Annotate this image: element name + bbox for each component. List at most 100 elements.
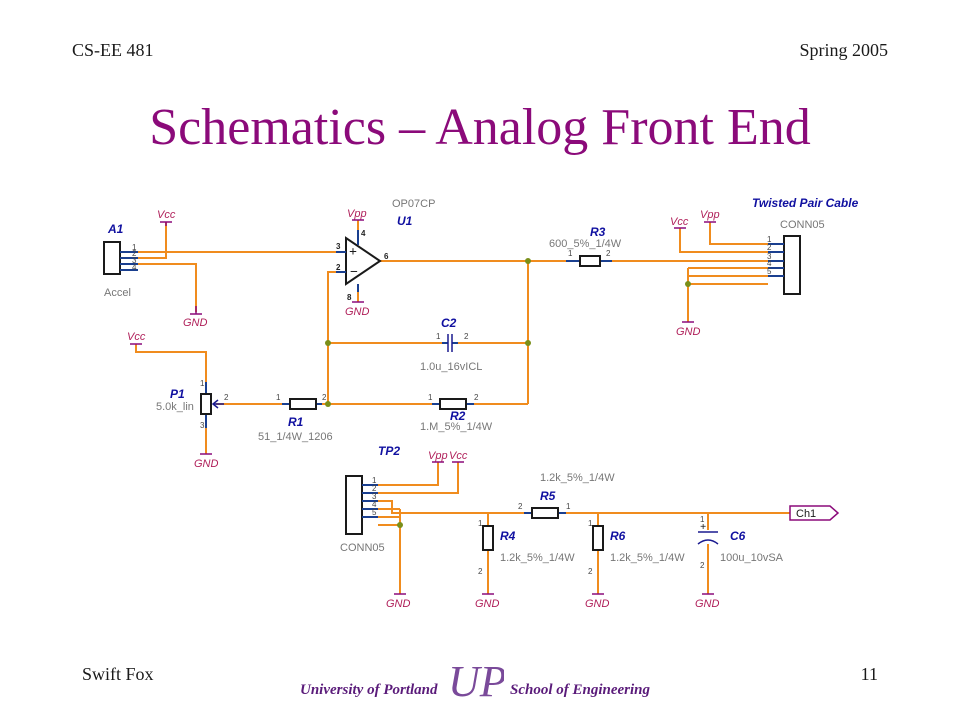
junctions bbox=[325, 258, 691, 528]
tp2-pin-label: 5 bbox=[372, 508, 377, 517]
a1-body bbox=[103, 241, 121, 275]
u1-pin-bottom: 8 bbox=[347, 293, 352, 302]
c2-value: 1.0u_16vICL bbox=[420, 361, 482, 373]
wire-j1-vpp bbox=[709, 222, 768, 245]
vcc-label: Vcc bbox=[449, 450, 468, 462]
a1-pins bbox=[120, 251, 138, 271]
p1-pin3: 3 bbox=[200, 421, 205, 430]
r4-ref: R4 bbox=[500, 529, 516, 543]
component-r2: 1 2 R2 1.M_5%_1/4W bbox=[420, 393, 493, 433]
gnd-label: GND bbox=[194, 458, 219, 470]
c2-plates bbox=[447, 334, 453, 352]
gnd-label: GND bbox=[345, 306, 370, 318]
vcc-label: Vcc bbox=[670, 216, 689, 228]
vcc-symbol bbox=[160, 221, 172, 226]
wire-tp2-vpp bbox=[378, 462, 439, 486]
r5-ref: R5 bbox=[540, 489, 556, 503]
p1-body bbox=[200, 393, 212, 415]
r3-pin2: 2 bbox=[606, 249, 611, 258]
junction-dot bbox=[525, 340, 531, 346]
r3-pin1: 1 bbox=[568, 249, 573, 258]
u1-pin-out: 6 bbox=[384, 252, 389, 261]
gnd-label: GND bbox=[386, 598, 411, 610]
school-name: School of Engineering bbox=[510, 682, 651, 698]
r3-ref: R3 bbox=[590, 225, 606, 239]
p1-wiper-arrow bbox=[211, 399, 224, 409]
u1-plus-sign: + bbox=[349, 245, 357, 260]
r5-body bbox=[531, 507, 559, 519]
c6-ref: C6 bbox=[730, 529, 746, 543]
r3-body bbox=[579, 255, 601, 267]
j1-body bbox=[783, 235, 801, 295]
j1-pins bbox=[768, 243, 784, 277]
u1-pin-plus: 3 bbox=[336, 242, 341, 251]
course-code: CS-EE 481 bbox=[72, 40, 154, 60]
wire-p1-vcc bbox=[135, 344, 207, 390]
component-a1: 1 2 3 4 A1 Accel bbox=[103, 222, 138, 299]
gnd-label: GND bbox=[695, 598, 720, 610]
u1-triangle bbox=[345, 236, 382, 286]
r1-ref: R1 bbox=[288, 415, 304, 429]
component-r1: 1 2 R1 51_1/4W_1206 bbox=[258, 393, 333, 443]
tp2-body bbox=[345, 475, 363, 535]
c6-pin1: 1 bbox=[700, 515, 705, 524]
r6-pin2: 2 bbox=[588, 567, 593, 576]
vcc-label: Vcc bbox=[157, 209, 176, 221]
r1-body bbox=[289, 398, 317, 410]
junction-dot bbox=[685, 281, 691, 287]
wire-tp2-signal bbox=[378, 500, 532, 514]
p1-value: 5.0k_lin bbox=[156, 401, 194, 413]
wire-tp2-gnd-bus bbox=[378, 508, 400, 526]
vpp-label: Vpp bbox=[700, 209, 720, 221]
page-number: 11 bbox=[860, 664, 878, 684]
wires bbox=[135, 220, 790, 594]
vpp-label: Vpp bbox=[347, 208, 367, 220]
author-label: Swift Fox bbox=[82, 664, 154, 684]
r6-pin1: 1 bbox=[588, 519, 593, 528]
ch1-port-shape bbox=[789, 505, 840, 521]
gnd-symbol bbox=[190, 306, 202, 315]
r6-ref: R6 bbox=[610, 529, 626, 543]
r1-pin2: 2 bbox=[322, 393, 327, 402]
r1-pin1: 1 bbox=[276, 393, 281, 402]
tp2-pin-label: 1 bbox=[372, 476, 377, 485]
wire-a1-gnd bbox=[138, 263, 197, 312]
r4-body bbox=[482, 525, 494, 551]
gnd-label: GND bbox=[475, 598, 500, 610]
component-c2: 1 2 C2 1.0u_16vICL bbox=[420, 316, 482, 373]
u1-pin-top: 4 bbox=[361, 229, 366, 238]
ch1-port: Ch1 bbox=[789, 505, 840, 521]
vcc-label: Vcc bbox=[127, 331, 146, 343]
c6-value: 100u_10vSA bbox=[720, 552, 784, 564]
tp2-pin-label: 2 bbox=[372, 484, 377, 493]
wire-a1-vcc bbox=[138, 222, 167, 259]
a1-pin-label: 2 bbox=[132, 249, 137, 258]
p1-ref: P1 bbox=[170, 387, 185, 401]
logo-letters: UP bbox=[448, 657, 504, 706]
component-r5: 2 1 R5 1.2k_5%_1/4W bbox=[518, 472, 615, 519]
p1-pin1: 1 bbox=[200, 379, 205, 388]
a1-pin-label: 4 bbox=[132, 263, 137, 272]
r1-value: 51_1/4W_1206 bbox=[258, 431, 333, 443]
r3-value: 600_5%_1/4W bbox=[549, 238, 622, 250]
ch1-label: Ch1 bbox=[796, 508, 816, 520]
component-r6: 1 2 R6 1.2k_5%_1/4W bbox=[588, 519, 685, 576]
r6-value: 1.2k_5%_1/4W bbox=[610, 552, 685, 564]
wire-tp2-vcc bbox=[378, 462, 459, 494]
j1-pin-label: 4 bbox=[767, 259, 772, 268]
u1-input-pins bbox=[336, 251, 346, 273]
wire-u1-neg bbox=[327, 271, 336, 404]
a1-pin-label: 3 bbox=[132, 256, 137, 265]
a1-pin-label: 1 bbox=[132, 243, 137, 252]
junction-dot bbox=[325, 340, 331, 346]
j1-pin-label: 2 bbox=[767, 243, 772, 252]
r4-pin1: 1 bbox=[478, 519, 483, 528]
wire-j1-gnd-bus bbox=[688, 267, 768, 285]
component-c6: + 1 2 C6 100u_10vSA bbox=[697, 515, 784, 570]
r5-value: 1.2k_5%_1/4W bbox=[540, 472, 615, 484]
component-twisted-pair-connector: 1 2 3 4 5 Twisted Pair Cable CONN05 bbox=[752, 196, 859, 295]
j1-pin-label: 3 bbox=[767, 252, 772, 261]
tp2-value: CONN05 bbox=[340, 542, 385, 554]
tp2-pins bbox=[362, 484, 378, 518]
slide-title: Schematics – Analog Front End bbox=[149, 99, 811, 156]
